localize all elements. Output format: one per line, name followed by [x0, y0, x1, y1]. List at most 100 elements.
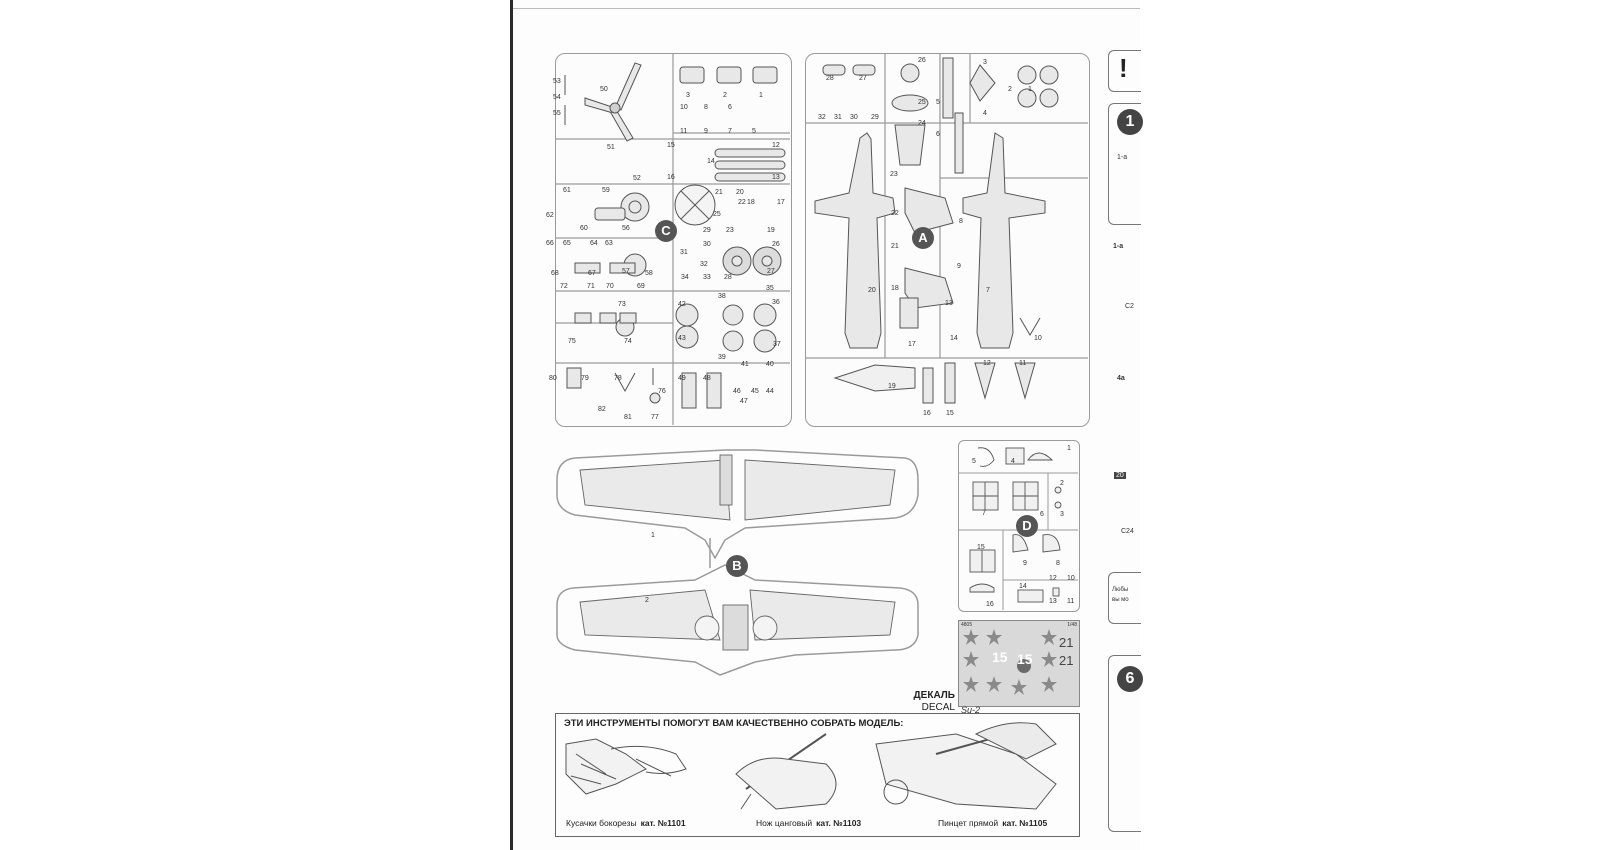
- part-number: 16: [667, 174, 675, 181]
- part-number: 62: [546, 212, 554, 219]
- step-6-box: 6: [1108, 655, 1143, 832]
- part-number: 69: [637, 283, 645, 290]
- part-number: 30: [703, 241, 711, 248]
- part-number: 29: [871, 114, 879, 121]
- part-ref: C2: [1125, 303, 1134, 310]
- tools-title: ЭТИ ИНСТРУМЕНТЫ ПОМОГУТ ВАМ КАЧЕСТВЕННО …: [564, 718, 904, 729]
- part-number: 25: [918, 99, 926, 106]
- step-number: 1: [1117, 109, 1143, 135]
- part-number: 31: [680, 249, 688, 256]
- part-number: 5: [936, 99, 940, 106]
- tool-cat: кат. №1101: [640, 818, 686, 828]
- part-number: 8: [704, 104, 708, 111]
- part-number: 23: [890, 171, 898, 178]
- part-number: 15: [946, 410, 954, 417]
- part-number: 65: [563, 240, 571, 247]
- page-binding-edge: [510, 0, 513, 850]
- part-number: 71: [587, 283, 595, 290]
- part-number: 16: [986, 601, 994, 608]
- part-number: 19: [888, 383, 896, 390]
- note-text: вы мо: [1112, 597, 1129, 603]
- tools-panel: ЭТИ ИНСТРУМЕНТЫ ПОМОГУТ ВАМ КАЧЕСТВЕННО …: [555, 713, 1080, 837]
- part-number: 4: [1011, 458, 1015, 465]
- part-number: 11: [680, 128, 688, 135]
- part-number: 14: [707, 158, 715, 165]
- part-number: 33: [703, 274, 711, 281]
- part-number: 52: [633, 175, 641, 182]
- part-number: 13: [1049, 598, 1057, 605]
- part-number: 2: [1060, 480, 1064, 487]
- part-number: 6: [936, 131, 940, 138]
- part-number: 41: [741, 361, 749, 368]
- part-number: 24: [918, 120, 926, 127]
- part-number: 2: [723, 92, 727, 99]
- part-number: 60: [580, 225, 588, 232]
- part-number: 61: [563, 187, 571, 194]
- substep-label: 1-а: [1113, 243, 1124, 250]
- part-number: 59: [602, 187, 610, 194]
- part-number: 81: [624, 414, 632, 421]
- part-number: 75: [568, 338, 576, 345]
- part-number: 34: [681, 274, 689, 281]
- tool-cat: кат. №1103: [816, 818, 862, 828]
- part-number: 28: [826, 75, 834, 82]
- part-number: 82: [598, 406, 606, 413]
- part-number: 4: [983, 110, 987, 117]
- part-number: 12: [983, 360, 991, 367]
- part-number: 47: [740, 398, 748, 405]
- part-number: 72: [560, 283, 568, 290]
- part-number: 29: [703, 227, 711, 234]
- part-number: 66: [546, 240, 554, 247]
- part-number: 45: [751, 388, 759, 395]
- part-number: 5: [972, 458, 976, 465]
- substep-label: 1-а: [1117, 154, 1128, 161]
- part-number: 36: [772, 299, 780, 306]
- part-number: 6: [1040, 511, 1044, 518]
- part-number: 21: [891, 243, 899, 250]
- part-number: 3: [686, 92, 690, 99]
- part-number: 1: [1028, 86, 1032, 93]
- tool-name: Нож цанговый: [756, 818, 813, 828]
- part-number: 15: [667, 142, 675, 149]
- part-number: 2: [1008, 86, 1012, 93]
- part-number: 58: [645, 270, 653, 277]
- part-number: 73: [618, 301, 626, 308]
- part-number: 8: [1056, 560, 1060, 567]
- decal-label-en: DECAL: [921, 702, 955, 713]
- warning-box: !: [1108, 50, 1141, 92]
- decal-sheet: 4805 1/48 15 15 21 21: [958, 620, 1080, 707]
- sprue-c-drawing: [555, 53, 790, 425]
- part-number: 15: [977, 544, 985, 551]
- step-number: 6: [1117, 666, 1143, 692]
- part-number: 27: [767, 268, 775, 275]
- part-number: 1: [651, 532, 655, 539]
- part-number: 1: [759, 92, 763, 99]
- part-number: 44: [766, 388, 774, 395]
- sprue-b-letter: B: [726, 555, 748, 577]
- part-number: 9: [704, 128, 708, 135]
- part-number: 30: [850, 114, 858, 121]
- sprue-c-letter: C: [655, 220, 677, 242]
- warning-icon: !: [1119, 53, 1128, 83]
- part-number: 53: [553, 78, 561, 85]
- decal-stars: [963, 629, 1057, 695]
- part-number: 27: [859, 75, 867, 82]
- part-number: 54: [553, 94, 561, 101]
- part-number: 17: [908, 341, 916, 348]
- sprue-d-letter: D: [1016, 515, 1038, 537]
- decal-number-white: 15: [1017, 651, 1033, 667]
- part-number: 11: [1019, 360, 1027, 367]
- decal-model-label: Su-2: [961, 705, 981, 715]
- part-number: 7: [986, 287, 990, 294]
- note-text: Любы: [1112, 587, 1129, 593]
- tool-cat: кат. №1105: [1002, 818, 1048, 828]
- part-number: 35: [766, 285, 774, 292]
- sprue-a-letter: A: [912, 227, 934, 249]
- part-number: 1: [1067, 445, 1071, 452]
- part-number: 40: [766, 361, 774, 368]
- part-number: 18: [891, 285, 899, 292]
- part-number: 7: [728, 128, 732, 135]
